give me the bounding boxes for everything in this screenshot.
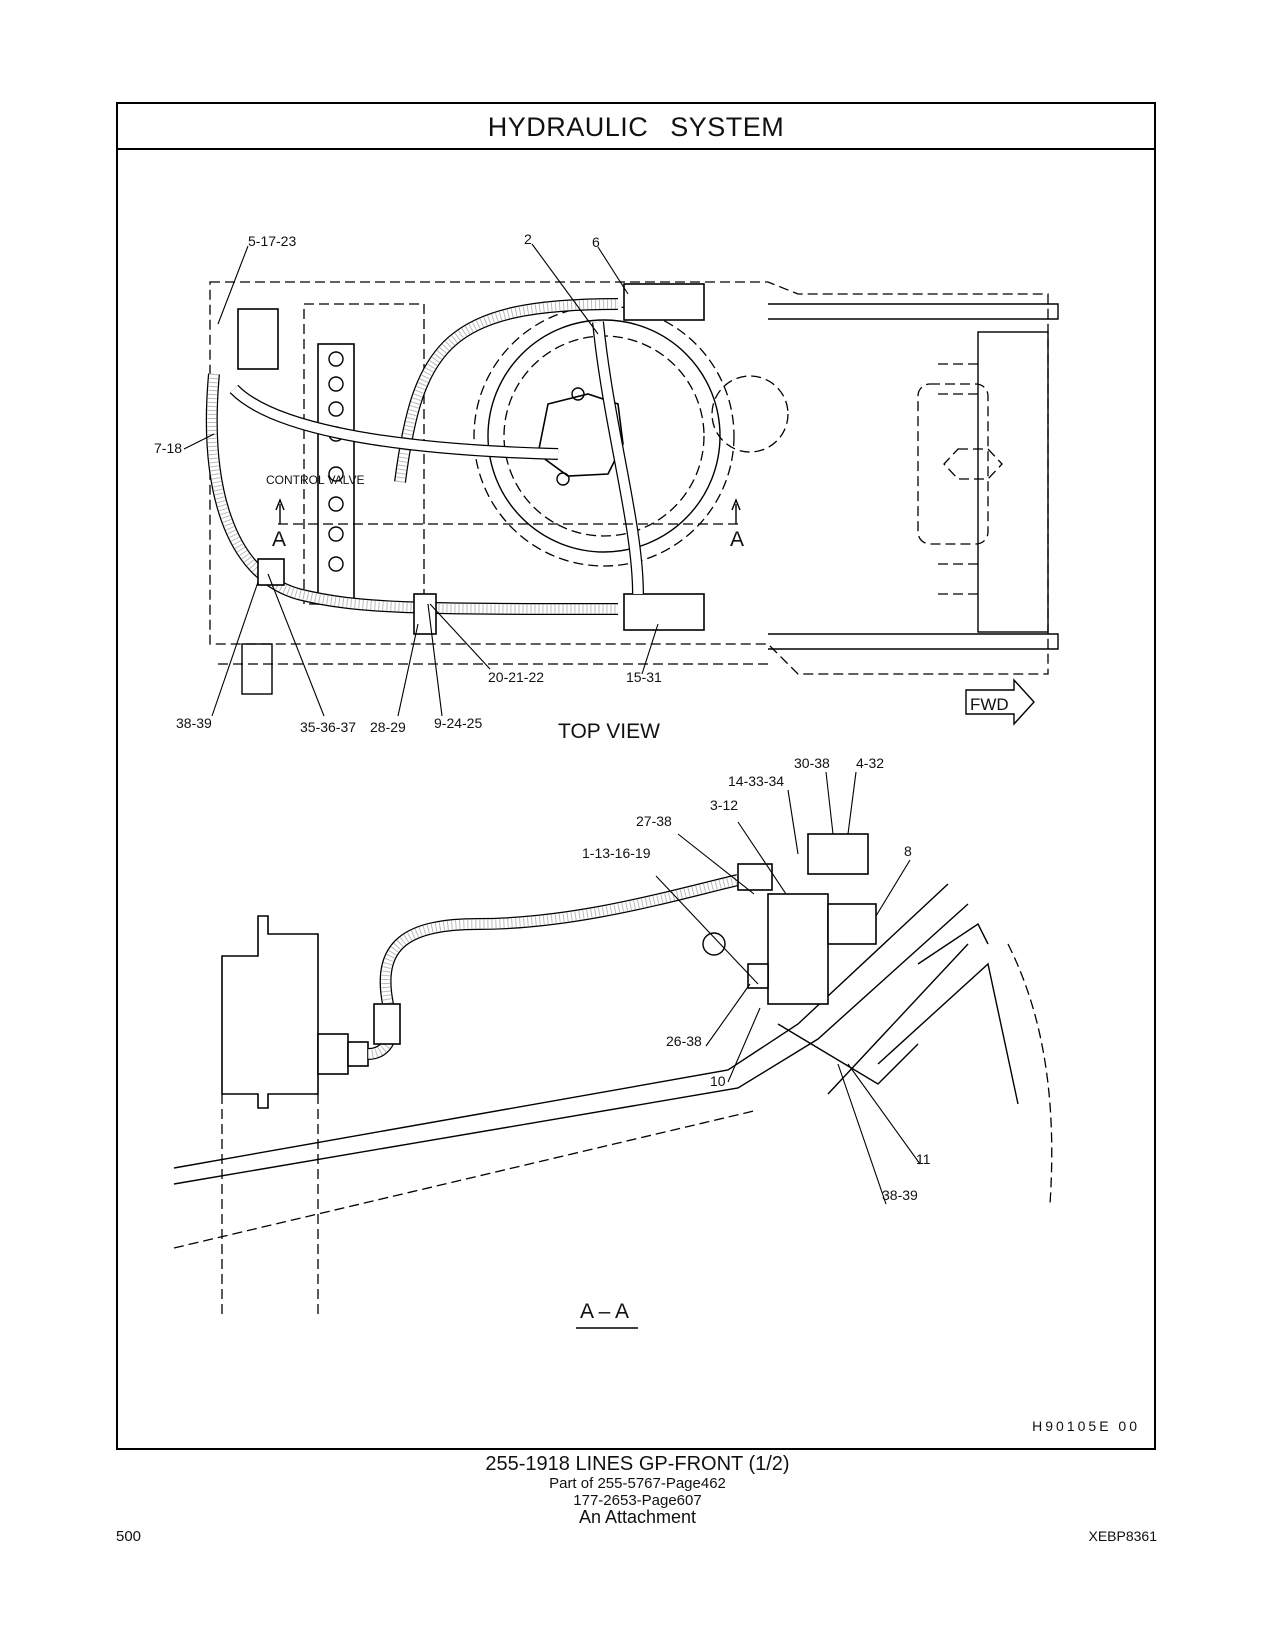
coupler-hex <box>943 448 1003 480</box>
swing-ring-dash <box>473 305 735 567</box>
coupler-pins <box>938 363 978 595</box>
top-view-hoses <box>205 298 644 615</box>
section-view-label: A – A <box>580 1300 629 1323</box>
tilt-cylinder-lower <box>623 593 705 631</box>
boom-section <box>827 943 1019 1105</box>
callout-6: 6 <box>592 234 600 250</box>
bracket <box>241 643 273 695</box>
section-arrow-left <box>275 498 285 524</box>
mount-bracket <box>777 1023 919 1085</box>
callout-4-32: 4-32 <box>856 755 884 771</box>
valve-section-dash <box>221 1094 319 1316</box>
valve-section-body <box>221 915 319 1109</box>
callout-8: 8 <box>904 843 912 859</box>
valve-block <box>767 893 829 1005</box>
section-marker-right: A <box>730 528 744 551</box>
callout-7-18: 7-18 <box>154 440 182 456</box>
tilt-cylinder-upper <box>623 283 705 321</box>
callout-1-13-16-19: 1-13-16-19 <box>582 845 651 861</box>
callout-38-39-top: 38-39 <box>176 715 212 731</box>
caption-part-title: 255-1918 LINES GP-FRONT (1/2) <box>485 1453 790 1475</box>
callout-15-31: 15-31 <box>626 669 662 685</box>
diagram-frame: HYDRAULIC SYSTEM <box>116 102 1156 1450</box>
hose-ferrule <box>373 1003 401 1045</box>
elbow-fitting <box>737 863 773 891</box>
valve-port <box>317 1033 349 1075</box>
callout-9-24-25: 9-24-25 <box>434 715 482 731</box>
solenoid-block <box>237 308 279 370</box>
callout-11: 11 <box>916 1151 931 1167</box>
callout-30-38: 30-38 <box>794 755 830 771</box>
callout-27-38: 27-38 <box>636 813 672 829</box>
fwd-arrow: FWD <box>965 678 1035 726</box>
motor-bolt <box>556 472 570 486</box>
rail-lower <box>173 903 969 1185</box>
motor-bolt <box>571 387 585 401</box>
hydraulic-drawing: A A CONTROL VALVE FWD TOP VIEW <box>154 231 1059 1329</box>
top-view-drawing: A A CONTROL VALVE FWD TOP VIEW <box>154 231 1059 743</box>
callout-5-17-23: 5-17-23 <box>248 233 296 249</box>
plug-fitting <box>747 963 769 989</box>
boom-plate <box>917 922 989 965</box>
callout-35-36-37: 35-36-37 <box>300 719 356 735</box>
manifold-cap <box>827 903 877 945</box>
section-arrow-right <box>731 498 741 524</box>
boom-arm-lower <box>768 633 1059 650</box>
frame-outline <box>209 281 1049 675</box>
fwd-label: FWD <box>970 695 1009 714</box>
page-number: 500 <box>116 1528 142 1545</box>
coupler-window <box>917 383 989 545</box>
rail-upper <box>173 883 949 1169</box>
top-view-leaders <box>183 243 659 717</box>
section-view-drawing: 30-38 4-32 14-33-34 3-12 8 27-38 1-13-16… <box>173 755 1053 1329</box>
section-marker-left: A <box>272 528 286 551</box>
callout-10: 10 <box>710 1073 726 1089</box>
coupler-plate <box>977 331 1049 633</box>
rail-dashed <box>173 1109 759 1249</box>
caption-ref: 177-2653-Page607 <box>573 1492 702 1509</box>
solenoid-coil <box>807 833 869 875</box>
caption-attachment: An Attachment <box>578 1507 697 1527</box>
valve-fitting <box>347 1041 369 1067</box>
callout-26-38: 26-38 <box>666 1033 702 1049</box>
boom-curve <box>1007 943 1053 1205</box>
section-hose <box>367 874 740 1060</box>
swing-ring-outer <box>487 319 721 553</box>
banjo-fitting <box>702 932 726 956</box>
drawing-code: H90105E 00 <box>1032 1418 1140 1434</box>
tank-port-circle <box>711 375 789 453</box>
title-bar: HYDRAULIC SYSTEM <box>118 104 1154 150</box>
callout-20-21-22: 20-21-22 <box>488 669 544 685</box>
callout-2: 2 <box>524 231 532 247</box>
top-view-label: TOP VIEW <box>558 720 660 743</box>
callout-28-29: 28-29 <box>370 719 406 735</box>
document-id: XEBP8361 <box>1088 1528 1158 1544</box>
callout-14-33-34: 14-33-34 <box>728 773 784 789</box>
caption-part-of: Part of 255-5767-Page462 <box>549 1475 726 1492</box>
callout-38-39-section: 38-39 <box>882 1187 918 1203</box>
section-leaders <box>655 771 921 1205</box>
callout-3-12: 3-12 <box>710 797 738 813</box>
diagram-title: HYDRAULIC SYSTEM <box>487 112 785 142</box>
control-valve-label: CONTROL VALVE <box>266 473 364 487</box>
boom-arm-upper <box>768 303 1059 320</box>
